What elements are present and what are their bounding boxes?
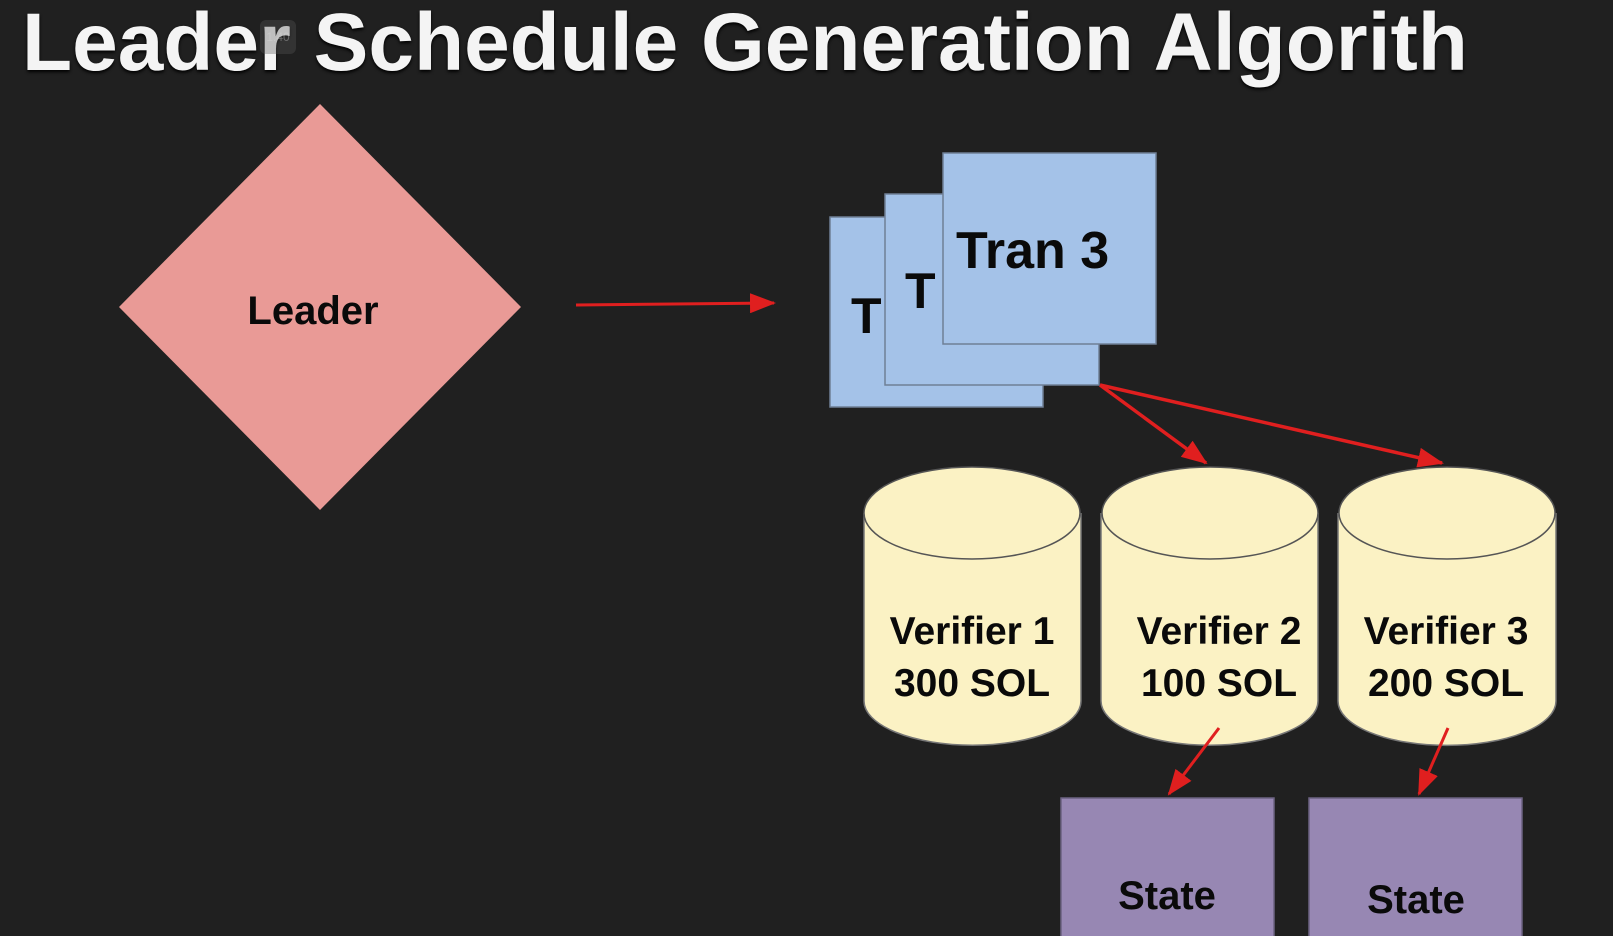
- verifier-3-name: Verifier 3: [1364, 610, 1529, 653]
- verifier-1-node: Verifier 1 300 SOL: [863, 466, 1082, 746]
- verifier-1-name: Verifier 1: [890, 610, 1055, 653]
- verifier-3-stake: 200 SOL: [1368, 662, 1524, 705]
- state-1-label: State: [1118, 874, 1216, 918]
- verifier-1-stake: 300 SOL: [894, 662, 1050, 705]
- arrow-leader-to-transactions: [575, 293, 776, 314]
- arrow-verifier-3-to-state-2: [1417, 727, 1450, 796]
- verifier-2-node: Verifier 2 100 SOL: [1100, 466, 1319, 746]
- state-1-node: State: [1060, 797, 1275, 936]
- transaction-back-label: T: [851, 288, 882, 344]
- verifier-2-stake: 100 SOL: [1141, 662, 1297, 705]
- verifier-3-node: Verifier 3 200 SOL: [1337, 466, 1557, 747]
- state-2-label: State: [1367, 878, 1465, 922]
- video-timestamp: 1:40: [260, 20, 296, 54]
- transaction-middle-label: T: [905, 263, 936, 319]
- arrow-transactions-to-verifier-3: [1099, 383, 1444, 468]
- state-2-node: State: [1308, 797, 1523, 936]
- leader-label: Leader: [247, 289, 378, 333]
- arrow-transactions-to-verifier-2: [1098, 383, 1208, 465]
- arrow-verifier-2-to-state-1: [1167, 727, 1221, 796]
- transaction-front-label: Tran 3: [956, 222, 1109, 280]
- transaction-stack: T T Tran 3: [829, 152, 1157, 408]
- leader-diamond: [119, 104, 521, 510]
- leader-node: Leader: [119, 104, 521, 510]
- verifier-2-name: Verifier 2: [1137, 610, 1302, 653]
- transaction-card-front: Tran 3: [942, 152, 1157, 345]
- slide-title: Leader Schedule Generation Algorith: [22, 0, 1468, 88]
